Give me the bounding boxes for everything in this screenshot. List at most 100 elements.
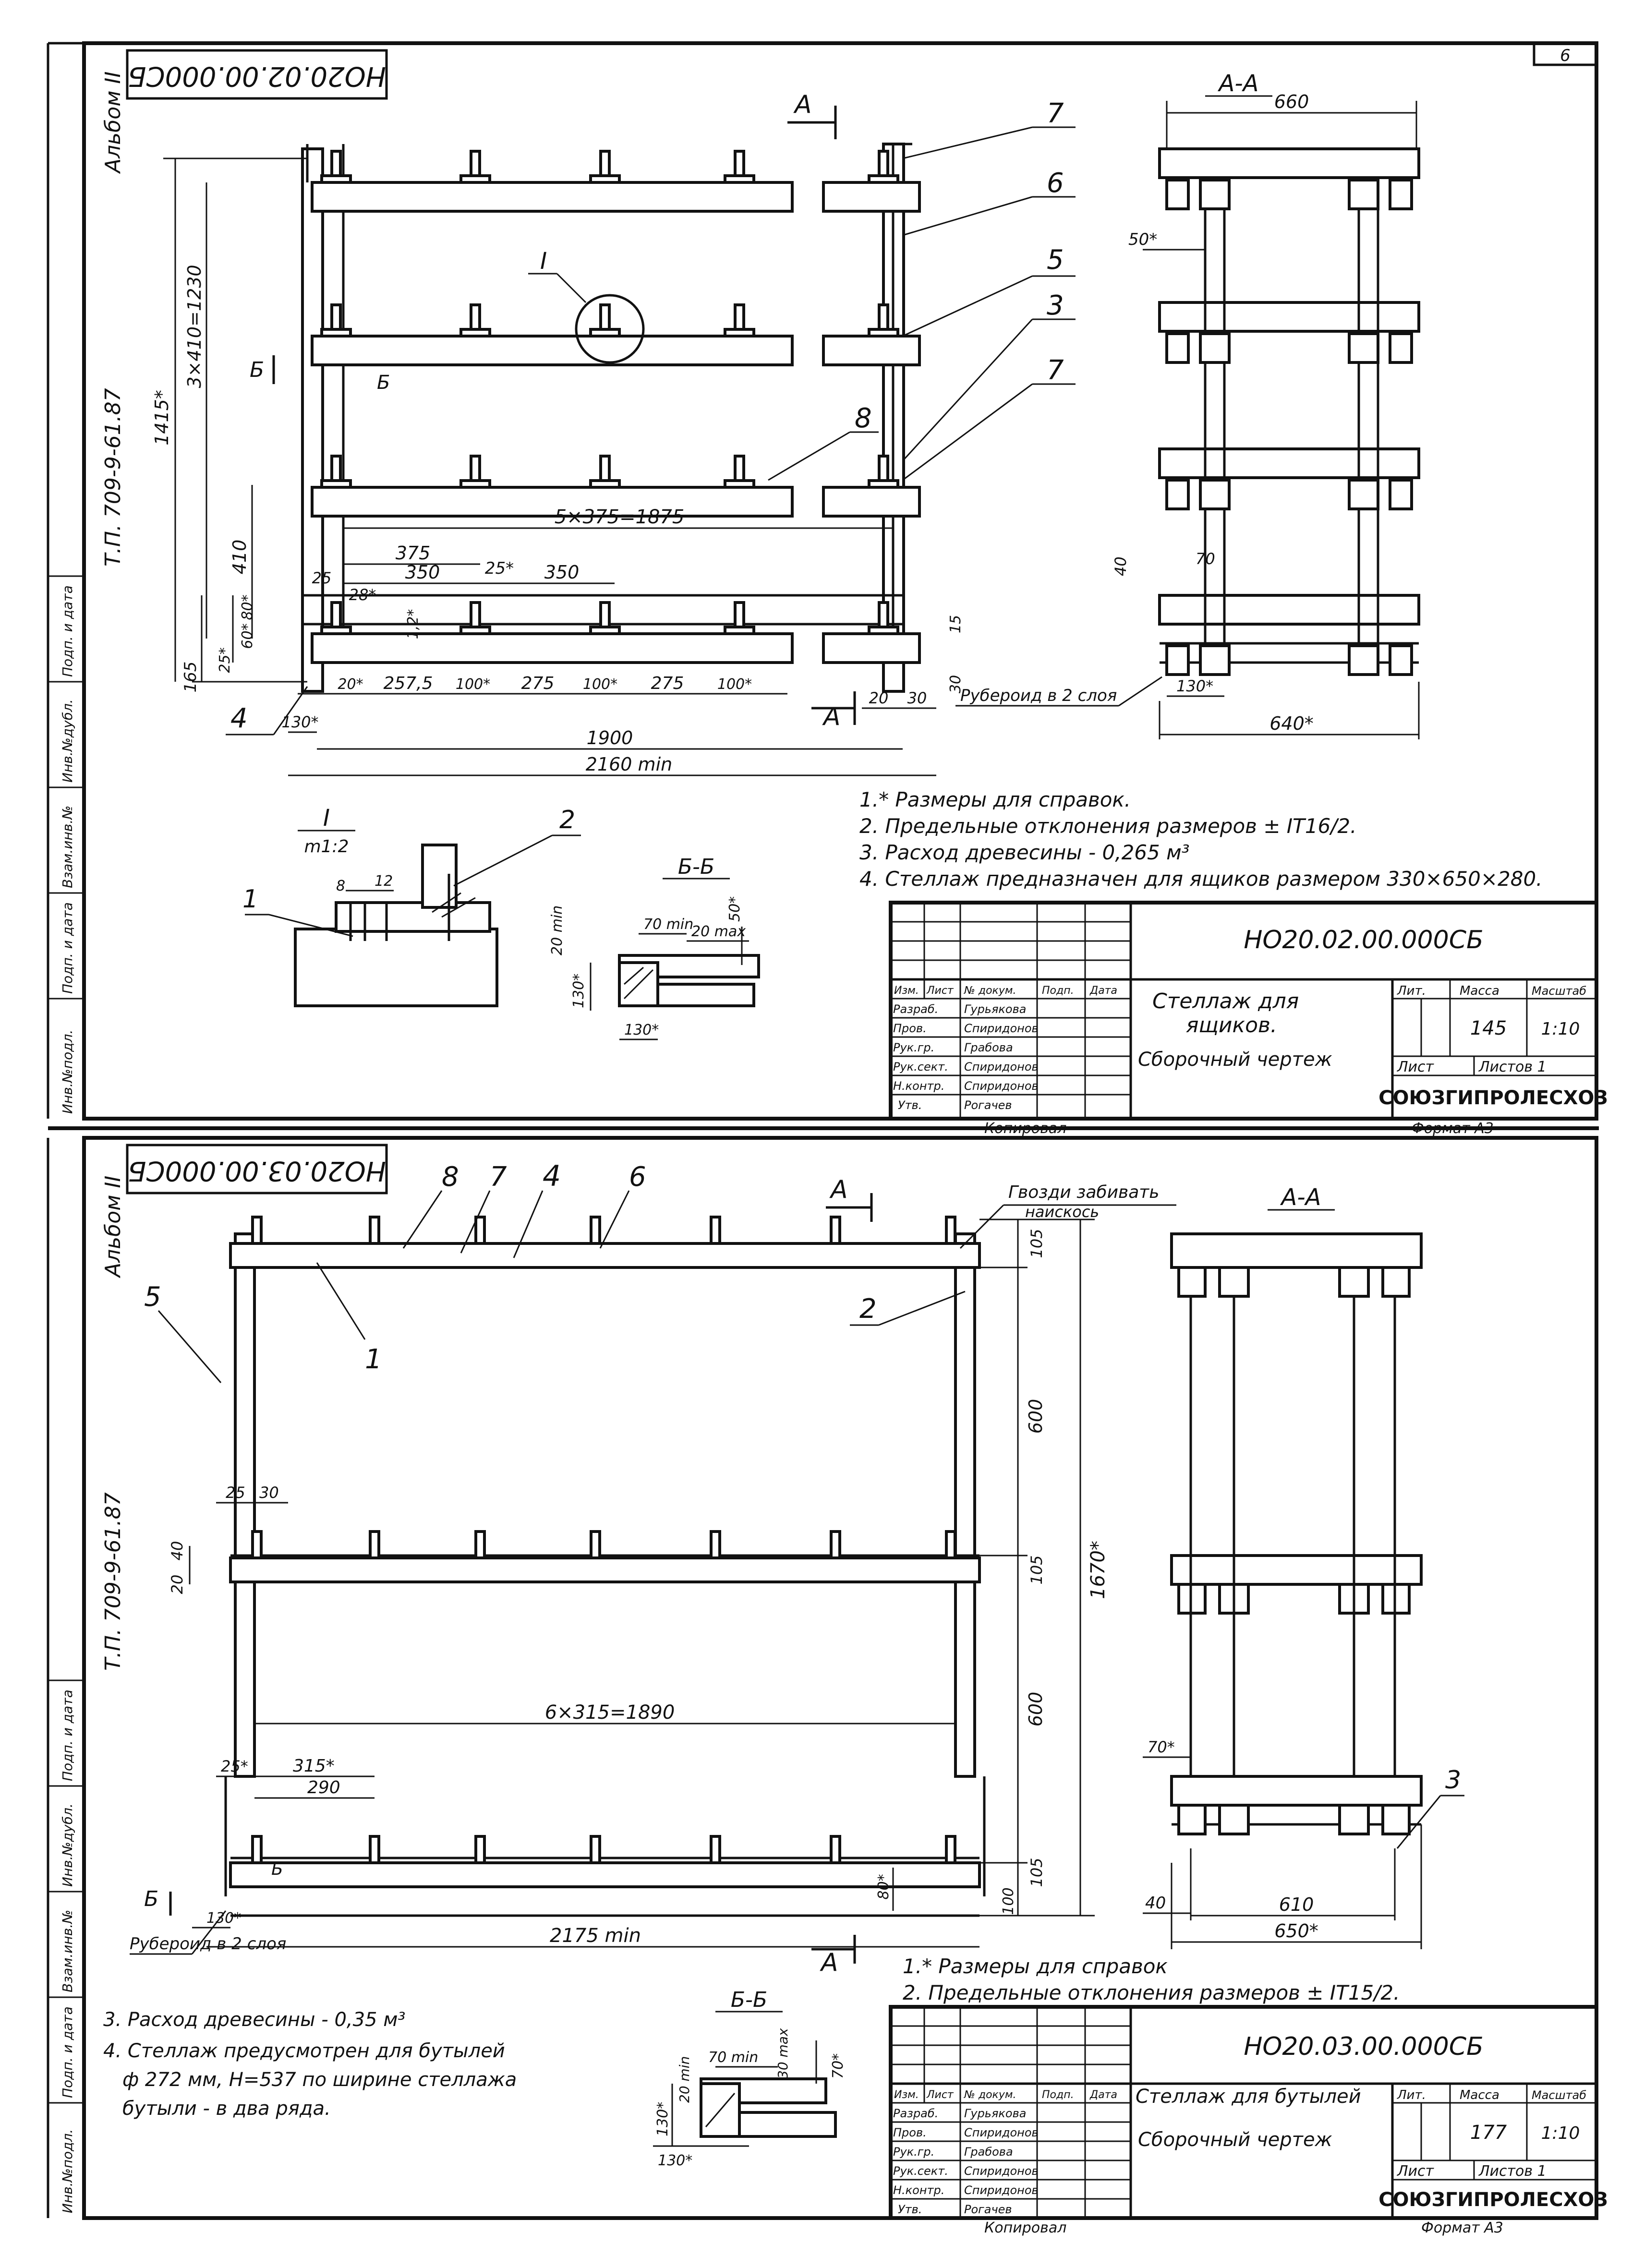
top-tb-h-doc: № докум. [964,985,1016,997]
bottom-note-l6: бутыли - в два ряда. [122,2098,331,2120]
top-bb-dim-130b: 130* [624,1022,659,1038]
top-part-3: 3 [1047,290,1064,321]
top-tb-mass-label: Масса [1460,984,1499,998]
bottom-peg-0-0 [251,1216,263,1245]
top-tb-role-3: Рук.сект. [893,1060,948,1074]
bottom-dim-80: 80* [875,1874,892,1899]
bottom-dim-600b: 600 [1025,1692,1046,1727]
bottom-tb-role-3: Рук.сект. [893,2164,948,2178]
bottom-peg-0-1 [369,1216,380,1245]
top-dim-20: 20* [338,676,363,693]
top-detail-part-2: 2 [559,806,575,834]
bottom-title-block [889,2005,1598,2220]
bottom-peg-2-1 [369,1835,380,1864]
top-part-leaders [226,126,1076,736]
top-stamp-2: Подп. и дата [60,902,75,994]
bottom-tb-h-list: Лист [926,2089,954,2101]
top-tb-org: СОЮЗГИПРОЛЕСХОЗ [1378,1087,1608,1109]
top-detail-part-1: 1 [242,885,258,914]
page-number: 6 [1560,46,1571,65]
bottom-dim-290: 290 [307,1778,340,1798]
bottom-format: Формат А3 [1421,2220,1503,2236]
bottom-peg-2-4 [710,1835,721,1864]
bottom-tb-title-2: Сборочный чертеж [1138,2129,1332,2151]
top-callout-circle [575,294,645,364]
top-dim-25s: 25* [485,559,514,578]
top-dim-25l: 25 [312,569,332,587]
bottom-part-7: 7 [490,1161,507,1193]
top-dim-28: 28* [349,586,376,604]
bottom-peg-0-3 [590,1216,601,1245]
bottom-part-leaders [157,1190,966,1383]
bottom-part-1: 1 [365,1344,382,1375]
top-dim-25: 25* [217,647,233,673]
top-bb-dim-50: 50* [726,896,743,922]
bottom-tb-name-5: Рогачев [964,2203,1012,2216]
bottom-tb-org: СОЮЗГИПРОЛЕСХОЗ [1378,2189,1608,2211]
top-dim-30r: 30 [907,689,927,707]
bottom-section-b-mark2: Б [271,1859,283,1879]
top-tb-h-date: Дата [1089,985,1117,997]
top-aa-dim-50: 50* [1128,230,1157,249]
bottom-section-bb-view [653,2040,837,2147]
bottom-tb-scale-label: Масштаб [1532,2088,1586,2102]
bottom-dim-105c: 105 [1028,1858,1046,1887]
top-part-8: 8 [855,403,872,434]
bottom-side-stamp: Инв.№подл. Подп. и дата Взам.инв.№ Инв.№… [47,1138,84,2218]
top-dim-165: 165 [181,662,200,693]
top-part-4: 4 [230,703,248,734]
bottom-peg-2-2 [474,1835,486,1864]
bottom-aa-dim-650: 650* [1274,1920,1318,1942]
bottom-part-5: 5 [144,1281,161,1313]
bottom-part-2: 2 [859,1293,877,1325]
top-dim-375: 375 [396,543,431,564]
top-note-3: 3. Расход древесины - 0,265 м³ [859,841,1190,864]
bottom-section-aa-title: А-А [1280,1184,1321,1211]
top-dim-257: 257,5 [383,674,433,693]
bottom-dim-25s: 25* [221,1757,248,1775]
bottom-peg-0-5 [830,1216,841,1245]
top-callout-label: I [540,248,547,275]
top-section-bb-view [590,927,760,1040]
top-bb-dim-130a: 130* [570,974,587,1008]
bottom-tb-name-1: Спиридонов [964,2126,1039,2139]
top-tb-scale: 1:10 [1541,1019,1580,1039]
top-section-mark-a2: А [822,702,841,731]
top-dim-100b: 100* [583,676,617,693]
bottom-tb-name-4: Спиридонов [964,2184,1039,2197]
top-tb-h-list: Лист [926,985,954,997]
top-peg-3-1-base [459,626,491,635]
page-number-box [1533,42,1598,66]
top-tb-scale-label: Масштаб [1532,984,1586,998]
top-part-5: 5 [1047,244,1064,276]
top-tb-name-1: Спиридонов [964,1022,1039,1035]
bottom-tb-code: НО20.03.00.000СБ [1244,2032,1483,2061]
top-peg-1-0-base [320,328,352,338]
bottom-dim-105a: 105 [1028,1229,1046,1258]
top-peg-2-1-base [459,479,491,489]
top-dim-30v: 30 [947,675,964,693]
bottom-tb-role-1: Пров. [893,2126,927,2139]
top-note-1: 1.* Размеры для справок. [859,788,1131,811]
bottom-dim-40: 40 [168,1541,186,1561]
top-peg-3-3-base [724,626,755,635]
bottom-bb-dim-20min: 20 min [677,2056,692,2103]
bottom-section-mark-a1: А [829,1175,848,1204]
bottom-note-l3: 3. Расход древесины - 0,35 м³ [103,2009,405,2031]
top-dim-350a: 350 [405,562,440,583]
bottom-copied: Копировал [984,2220,1066,2236]
top-detail-title: I [323,805,330,832]
bottom-bb-dim-130a: 130* [654,2102,671,2136]
top-peg-0-2-base [589,174,621,184]
bottom-dim-100: 100 [1000,1887,1017,1915]
top-dim-275b: 275 [651,674,684,693]
bottom-dim-600a: 600 [1025,1399,1046,1434]
bottom-stamp-4: Инв.№дубл. [60,1803,75,1887]
bottom-section-bb-title: Б-Б [731,1988,767,2012]
top-tb-name-2: Грабова [964,1041,1013,1054]
top-part-7a: 7 [1047,98,1064,129]
bottom-dim-6x315: 6×315=1890 [545,1701,675,1724]
bottom-vertical-dims [189,1218,1095,1917]
bottom-tb-lit: Лит. [1397,2088,1426,2102]
top-shelf-bolts [320,150,899,635]
